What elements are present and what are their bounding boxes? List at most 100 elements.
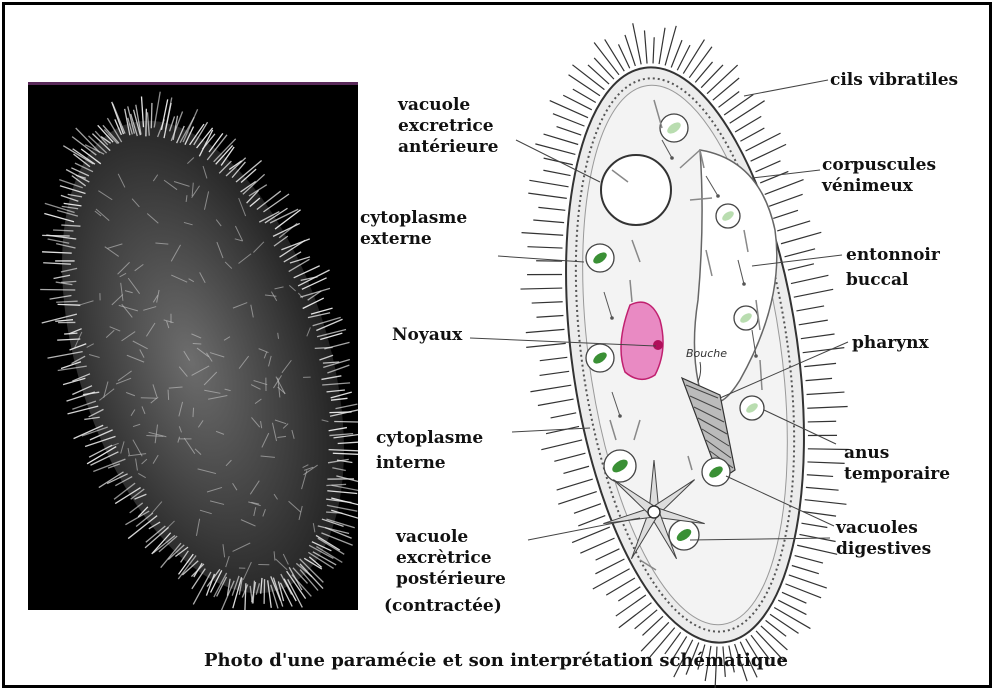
cilium: [594, 58, 614, 79]
leader-line: [744, 80, 828, 96]
cilium: [789, 575, 827, 588]
cilium: [526, 329, 565, 332]
cilium: [528, 193, 567, 198]
cilium: [541, 440, 582, 450]
figure-caption: Photo d'une paramécie et son interprétat…: [0, 650, 992, 671]
cilium: [526, 343, 566, 347]
cilium: [536, 316, 563, 318]
cilium: [618, 587, 640, 601]
cilium: [760, 171, 788, 183]
flow-arrow-head: [618, 414, 622, 418]
cilium: [724, 95, 753, 115]
leader-line: [752, 170, 820, 178]
cilium: [557, 479, 593, 490]
cilium: [659, 28, 665, 64]
cilium: [730, 101, 765, 124]
flow-arrow-head: [610, 316, 614, 320]
label-line: vacuoles: [836, 518, 931, 539]
cilium: [808, 421, 836, 422]
cilium: [807, 462, 844, 463]
label-entonnoir-buccal: entonnoir buccal: [846, 245, 940, 291]
cilium: [551, 413, 577, 418]
cilium: [588, 65, 609, 84]
flow-arrow-head: [754, 354, 758, 358]
label-vacuole-posterieure: vacuole excrètrice postérieure (contract…: [396, 527, 506, 617]
cilium: [580, 538, 614, 553]
cilium: [578, 516, 605, 526]
cilium: [807, 392, 845, 394]
label-corpuscules-venimeux: corpuscules vénimeux: [822, 155, 936, 197]
label-line: (contractée): [384, 596, 506, 617]
cilium: [538, 207, 565, 210]
cilium: [777, 221, 810, 231]
label-line: vacuole: [396, 527, 506, 548]
cilium: [788, 264, 814, 270]
cilium: [527, 247, 562, 248]
label-line: vénimeux: [822, 176, 936, 197]
cilium: [574, 504, 601, 514]
label-line: entonnoir: [846, 245, 940, 266]
cilium: [774, 607, 810, 628]
cilium: [653, 37, 654, 63]
cilium: [595, 559, 624, 574]
label-line: vacuole: [398, 95, 498, 116]
cilium: [596, 549, 620, 560]
label-line: postérieure: [396, 569, 506, 590]
label-line: buccal: [846, 270, 940, 291]
cilium: [633, 23, 641, 64]
cilium: [805, 500, 847, 505]
cilium: [801, 334, 835, 339]
cilium: [806, 487, 839, 490]
flow-arrow-head: [742, 282, 746, 286]
cilium: [543, 170, 570, 175]
cilium: [808, 449, 849, 450]
cilium: [769, 194, 803, 206]
cilium: [797, 545, 837, 554]
cilium: [807, 475, 833, 477]
cilium: [773, 210, 798, 218]
vacuole-center: [648, 506, 660, 518]
cilium: [641, 622, 669, 651]
cilium: [781, 232, 821, 243]
cilium: [522, 233, 564, 236]
label-line: antérieure: [398, 137, 498, 158]
cilium: [540, 357, 568, 360]
label-line: cytoplasme: [376, 428, 483, 449]
cilium: [619, 603, 652, 628]
cilium: [557, 127, 582, 135]
label-line: anus: [844, 443, 950, 464]
cilium: [765, 180, 804, 195]
cilium: [782, 592, 806, 603]
cilium: [683, 40, 704, 74]
cilium: [785, 249, 816, 257]
label-bouche: Bouche: [686, 347, 727, 360]
label-vacuoles-digestives: vacuoles digestives: [836, 518, 931, 560]
cilium: [806, 378, 833, 380]
cilium: [558, 492, 596, 505]
cilium: [529, 180, 568, 186]
cilium: [605, 39, 625, 71]
cilium: [794, 289, 833, 297]
label-cils-vibratiles: cils vibratiles: [830, 70, 958, 91]
cilium: [807, 407, 847, 409]
cilium: [803, 348, 845, 353]
cilium: [796, 306, 824, 311]
cilium: [792, 566, 819, 574]
micronucleus: [653, 340, 663, 350]
leader-line: [512, 428, 590, 432]
cilium: [713, 78, 739, 100]
cilium: [770, 614, 799, 633]
cilium: [569, 75, 600, 96]
cilium: [751, 144, 786, 161]
cilium: [533, 220, 564, 223]
cilium: [538, 399, 574, 405]
label-line: excretrice: [398, 116, 498, 137]
cilium: [735, 116, 761, 132]
cilium: [701, 65, 723, 88]
cilium: [540, 371, 570, 375]
cilium: [689, 47, 712, 78]
cilium: [616, 595, 646, 616]
cilium: [755, 161, 780, 172]
cilium: [801, 523, 827, 527]
cilium: [563, 466, 589, 473]
